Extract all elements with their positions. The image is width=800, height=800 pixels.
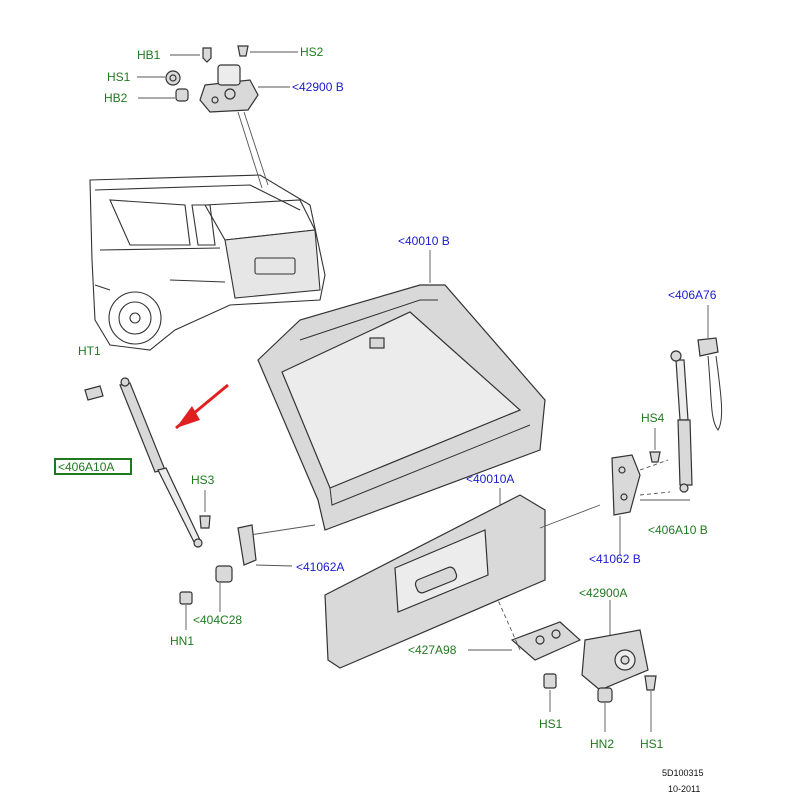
highlight-box (54, 458, 132, 475)
label-hs1-bottom-left[interactable]: HS1 (539, 717, 563, 731)
label-hs1-top[interactable]: HS1 (107, 70, 131, 84)
vehicle-illustration (89, 111, 326, 351)
ref-40010b[interactable]: <40010 B (398, 234, 450, 248)
upper-tailgate-glass-frame (257, 250, 546, 531)
drawing-footer: 5D100315 10-2011 (662, 768, 704, 794)
drawing-date: 10-2011 (668, 784, 700, 794)
label-hs1-bottom-right[interactable]: HS1 (640, 737, 664, 751)
label-hs2[interactable]: HS2 (300, 45, 324, 59)
label-hn1[interactable]: HN1 (170, 634, 194, 648)
ref-406a10a[interactable]: <406A10A (58, 460, 114, 474)
ref-41062b[interactable]: <41062 B (589, 552, 641, 566)
lower-tailgate-panel (249, 488, 601, 669)
label-hn2[interactable]: HN2 (590, 737, 614, 751)
ref-42900b[interactable]: <42900 B (292, 80, 344, 94)
label-hs4[interactable]: HS4 (641, 411, 665, 425)
label-hb1[interactable]: HB1 (137, 48, 161, 62)
ref-404c28[interactable]: <404C28 (193, 613, 242, 627)
tailgate-hinge-right (611, 454, 671, 555)
gas-strut-left (84, 377, 203, 548)
drawing-code: 5D100315 (662, 768, 704, 778)
ref-427a98[interactable]: <427A98 (408, 643, 457, 657)
label-hb2[interactable]: HB2 (104, 91, 128, 105)
ref-41062a[interactable]: <41062A (296, 560, 344, 574)
ref-406a10b[interactable]: <406A10 B (648, 523, 708, 537)
label-ht1[interactable]: HT1 (78, 344, 101, 358)
attention-arrow (175, 383, 229, 430)
label-hs3[interactable]: HS3 (191, 473, 215, 487)
gas-strut-right (640, 305, 723, 501)
tailgate-hinge-left (179, 490, 293, 630)
tailgate-latch-lower (468, 599, 657, 732)
ref-40010a[interactable]: <40010A (466, 472, 514, 486)
tailgate-latch-upper (137, 45, 298, 113)
ref-42900a[interactable]: <42900A (579, 586, 627, 600)
part-labels: HB1 HS2 HS1 HB2 <42900 B <40010 B <406A7… (58, 45, 717, 751)
ref-406a76[interactable]: <406A76 (668, 288, 717, 302)
